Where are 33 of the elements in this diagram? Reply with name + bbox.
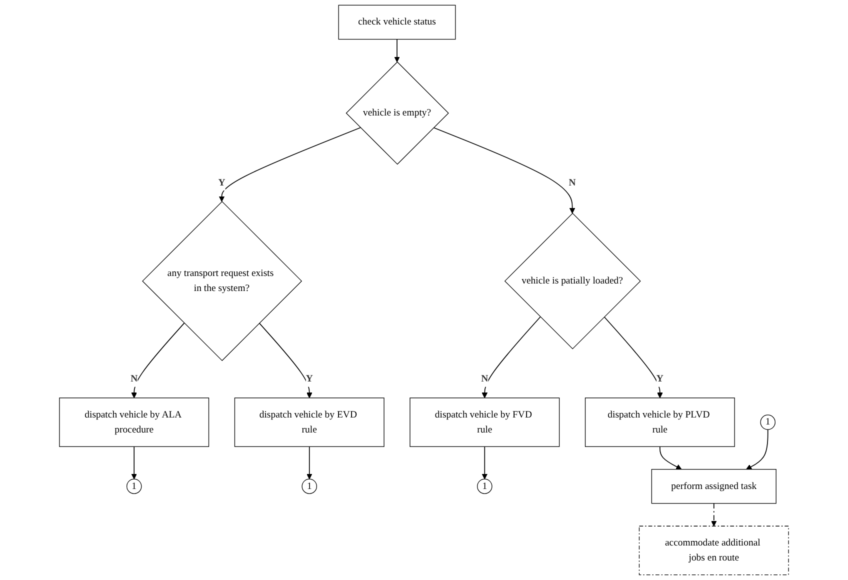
arrow (660, 446, 682, 470)
arrow (218, 127, 361, 202)
arrow (746, 429, 768, 470)
node-box: dispatch vehicle by PLVD rule (584, 398, 735, 447)
arrow (394, 38, 400, 62)
arrow (131, 446, 137, 480)
arrow (604, 316, 663, 398)
node-box: accommodate additional jobs en route (638, 526, 789, 576)
node-circle: 1 (302, 478, 317, 494)
node-circle: 1 (477, 478, 492, 494)
node-box: dispatch vehicle by ALA procedure (59, 398, 210, 447)
node-box: check vehicle status (338, 4, 456, 40)
edge-label: Y (656, 374, 664, 384)
node-circle: 1 (126, 478, 142, 494)
arrow (482, 446, 488, 480)
edge-label: N (568, 178, 576, 188)
arrow (482, 316, 541, 398)
node-diamond: vehicle is patially loaded? (504, 212, 641, 350)
edge-label: Y (218, 178, 226, 188)
arrow (131, 322, 185, 398)
edge-label: N (130, 374, 138, 384)
edge-label: Y (306, 374, 313, 384)
node-diamond: any transport request exists in the system? (142, 201, 302, 362)
arrow (258, 322, 312, 398)
node-box: dispatch vehicle by FVD rule (410, 398, 560, 447)
node-diamond: vehicle is empty? (346, 62, 449, 165)
node-box: perform assigned task (651, 469, 776, 504)
edge-label: N (481, 374, 488, 384)
arrow (711, 502, 717, 526)
node-circle: 1 (760, 414, 776, 430)
arrow (433, 127, 576, 214)
arrow (306, 446, 312, 480)
node-box: dispatch vehicle by EVD rule (234, 398, 384, 447)
